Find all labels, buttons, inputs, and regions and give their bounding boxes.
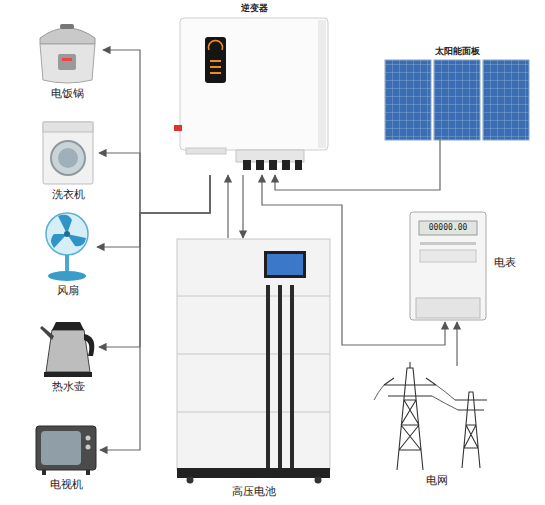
battery-picture bbox=[177, 239, 330, 484]
power-tower-picture bbox=[374, 362, 487, 470]
solar-panel-picture bbox=[385, 60, 529, 140]
node-label: 热水壶 bbox=[52, 380, 85, 393]
rice-cooker-picture bbox=[40, 24, 95, 83]
node-label: 洗衣机 bbox=[52, 188, 85, 201]
inverter-node: 逆变器 bbox=[178, 17, 330, 175]
power-connector bbox=[242, 175, 243, 238]
node-label: 电视机 bbox=[50, 478, 83, 491]
fan-picture bbox=[46, 213, 88, 281]
power-connector bbox=[99, 175, 210, 347]
fan-node: 风扇 bbox=[42, 212, 94, 282]
battery-node: 高压电池 bbox=[175, 238, 332, 483]
inverter-picture bbox=[174, 18, 328, 170]
node-label: 电饭锅 bbox=[51, 87, 84, 100]
power-connector bbox=[456, 322, 457, 366]
tv-node: 电视机 bbox=[35, 424, 97, 476]
power-grid-node: 电网 bbox=[372, 366, 502, 472]
power-connector bbox=[100, 175, 210, 450]
power-connector bbox=[99, 153, 210, 213]
node-label: 电表 bbox=[494, 256, 516, 269]
meter-reading: 00000.00 bbox=[419, 221, 477, 235]
kettle-picture bbox=[40, 322, 94, 377]
node-label: 风扇 bbox=[57, 284, 79, 297]
power-connector bbox=[275, 140, 440, 190]
power-connector bbox=[262, 175, 445, 345]
power-connector bbox=[97, 175, 210, 247]
washing-machine-node: 洗衣机 bbox=[40, 120, 96, 186]
kettle-node: 热水壶 bbox=[40, 316, 96, 378]
node-label: 逆变器 bbox=[241, 3, 268, 14]
rice-cooker-node: 电饭锅 bbox=[35, 15, 100, 85]
node-label: 太阳能面板 bbox=[435, 46, 480, 57]
tv-picture bbox=[36, 426, 96, 475]
meter-picture bbox=[410, 212, 486, 320]
power-connector bbox=[227, 175, 228, 238]
washing-machine-picture bbox=[43, 122, 93, 184]
node-label: 电网 bbox=[426, 474, 448, 487]
node-label: 高压电池 bbox=[232, 485, 276, 498]
solar-panel-node: 太阳能面板 bbox=[385, 60, 530, 140]
power-connector bbox=[103, 50, 210, 213]
